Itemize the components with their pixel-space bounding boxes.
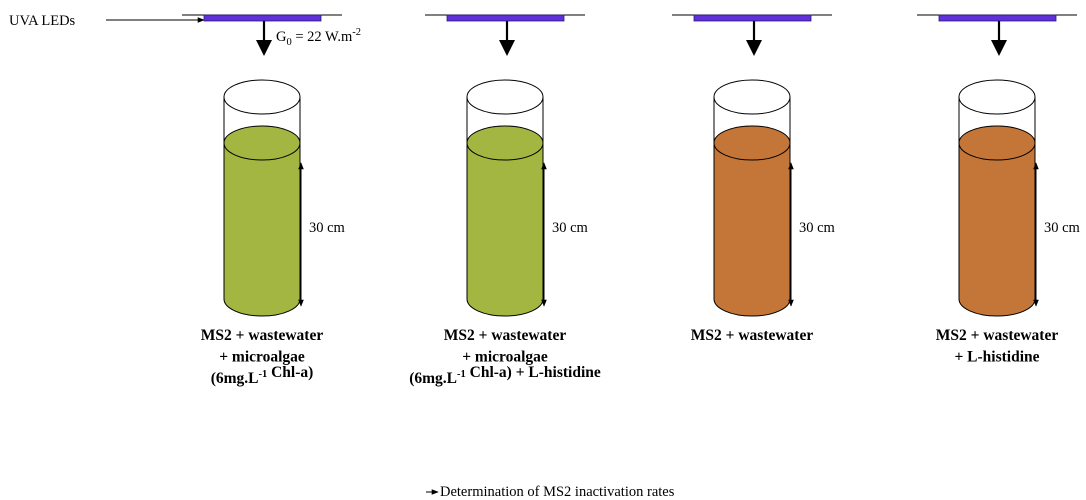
liquid-surface [713,125,791,161]
height-label: 30 cm [799,220,836,236]
tube-top-rim [713,79,791,115]
reactor-column-2: 30 cm MS2 + wastewater+ microalgae(6mg.L-… [409,14,601,387]
height-label: 30 cm [1044,220,1081,236]
light-arrowhead [746,40,762,56]
reactor-columns: 30 cm MS2 + wastewater+ microalgae(6mg.L-… [182,14,1081,387]
height-label: 30 cm [309,220,346,236]
reactor-column-3: 30 cm MS2 + wastewater [672,14,836,344]
liquid-body [713,142,791,317]
irradiance-label: G0 = 22 W.m-2 [276,27,361,48]
light-arrowhead [256,40,272,56]
liquid-surface [466,125,544,161]
tube-top-rim [958,79,1036,115]
uva-led-bar [446,14,565,22]
liquid-body [223,142,301,317]
liquid-surface [958,125,1036,161]
column-caption: MS2 + wastewater+ microalgae(6mg.L-1 Chl… [409,327,601,387]
uva-led-bar [203,14,322,22]
uva-led-bar [938,14,1057,22]
liquid-body [958,142,1036,317]
reactor-column-4: 30 cm MS2 + wastewater+ L-histidine [917,14,1081,366]
liquid-surface [223,125,301,161]
column-caption: MS2 + wastewater+ L-histidine [936,327,1059,366]
result-label: Determination of MS2 inactivation rates [440,484,675,500]
uva-leds-label: UVA LEDs [9,13,76,29]
light-arrowhead [991,40,1007,56]
tube-top-rim [223,79,301,115]
height-label: 30 cm [552,220,589,236]
light-arrowhead [499,40,515,56]
column-caption: MS2 + wastewater [691,327,814,344]
uva-led-bar [693,14,812,22]
tube-top-rim [466,79,544,115]
reactor-column-1: 30 cm MS2 + wastewater+ microalgae(6mg.L-… [182,14,346,387]
liquid-body [466,142,544,317]
column-caption: MS2 + wastewater+ microalgae(6mg.L-1 Chl… [201,327,324,387]
